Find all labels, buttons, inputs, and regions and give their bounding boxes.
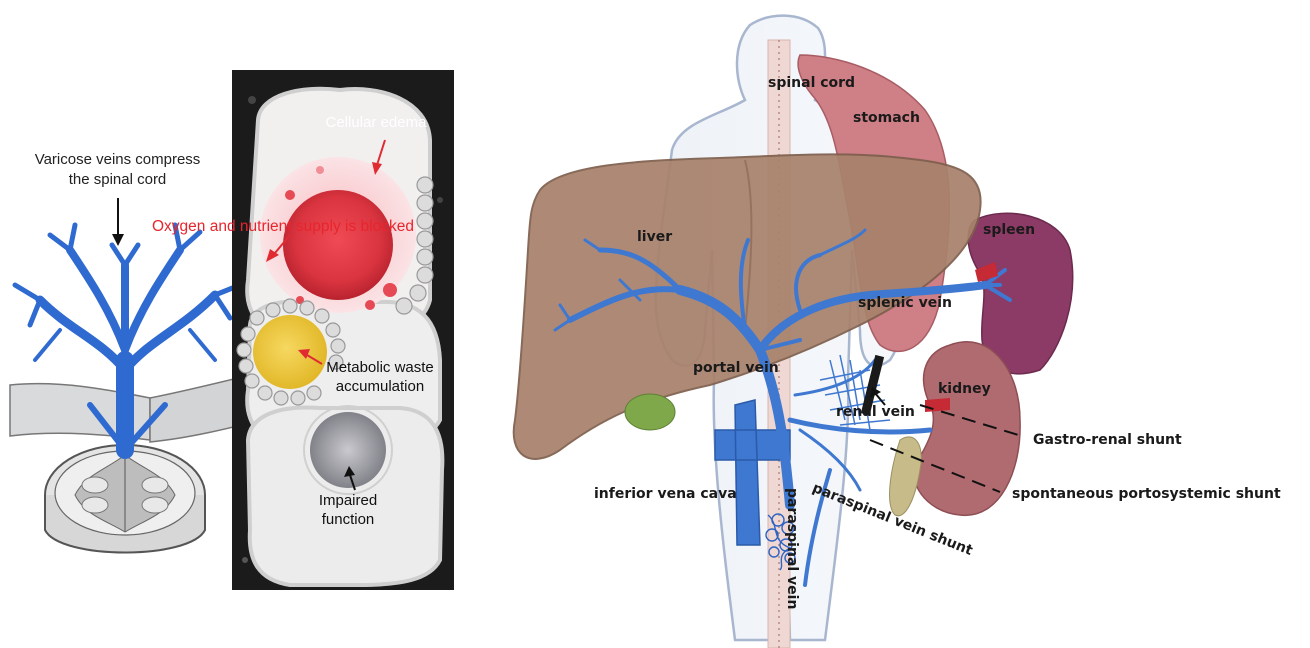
spinal-cord-illustration <box>10 372 262 553</box>
spleen-label: spleen <box>983 222 1035 238</box>
paraspinal-vein-label: paraspinal vein <box>784 488 800 609</box>
gastro-renal-shunt-label: Gastro-renal shunt <box>1033 432 1182 448</box>
spinal-cord-label: spinal cord <box>768 75 855 91</box>
renal-artery <box>925 398 950 412</box>
waste-label-line2: accumulation <box>318 378 442 395</box>
stomach-label: stomach <box>853 110 920 126</box>
waste-label-line1: Metabolic waste <box>318 359 442 376</box>
oxygen-blocked-label: Oxygen and nutrient supply is blocked <box>152 218 414 236</box>
renal-vein-label: renal vein <box>836 404 915 420</box>
ivc-label: inferior vena cava <box>594 486 737 502</box>
portal-vein-label: portal vein <box>693 360 779 376</box>
splenic-vein-label: splenic vein <box>858 295 952 311</box>
compress-label-line2: the spinal cord <box>20 171 215 188</box>
liver-label: liver <box>637 229 672 245</box>
kidney-label: kidney <box>938 381 991 397</box>
impaired-label-line1: Impaired <box>305 492 391 509</box>
cellular-edema-label: Cellular edema <box>300 114 452 131</box>
spontaneous-shunt-label: spontaneous portosystemic shunt <box>1012 486 1281 502</box>
gallbladder-shape <box>625 394 675 430</box>
compress-label-line1: Varicose veins compress <box>20 151 215 168</box>
compress-arrow <box>112 198 124 246</box>
impaired-label-line2: function <box>305 511 391 528</box>
